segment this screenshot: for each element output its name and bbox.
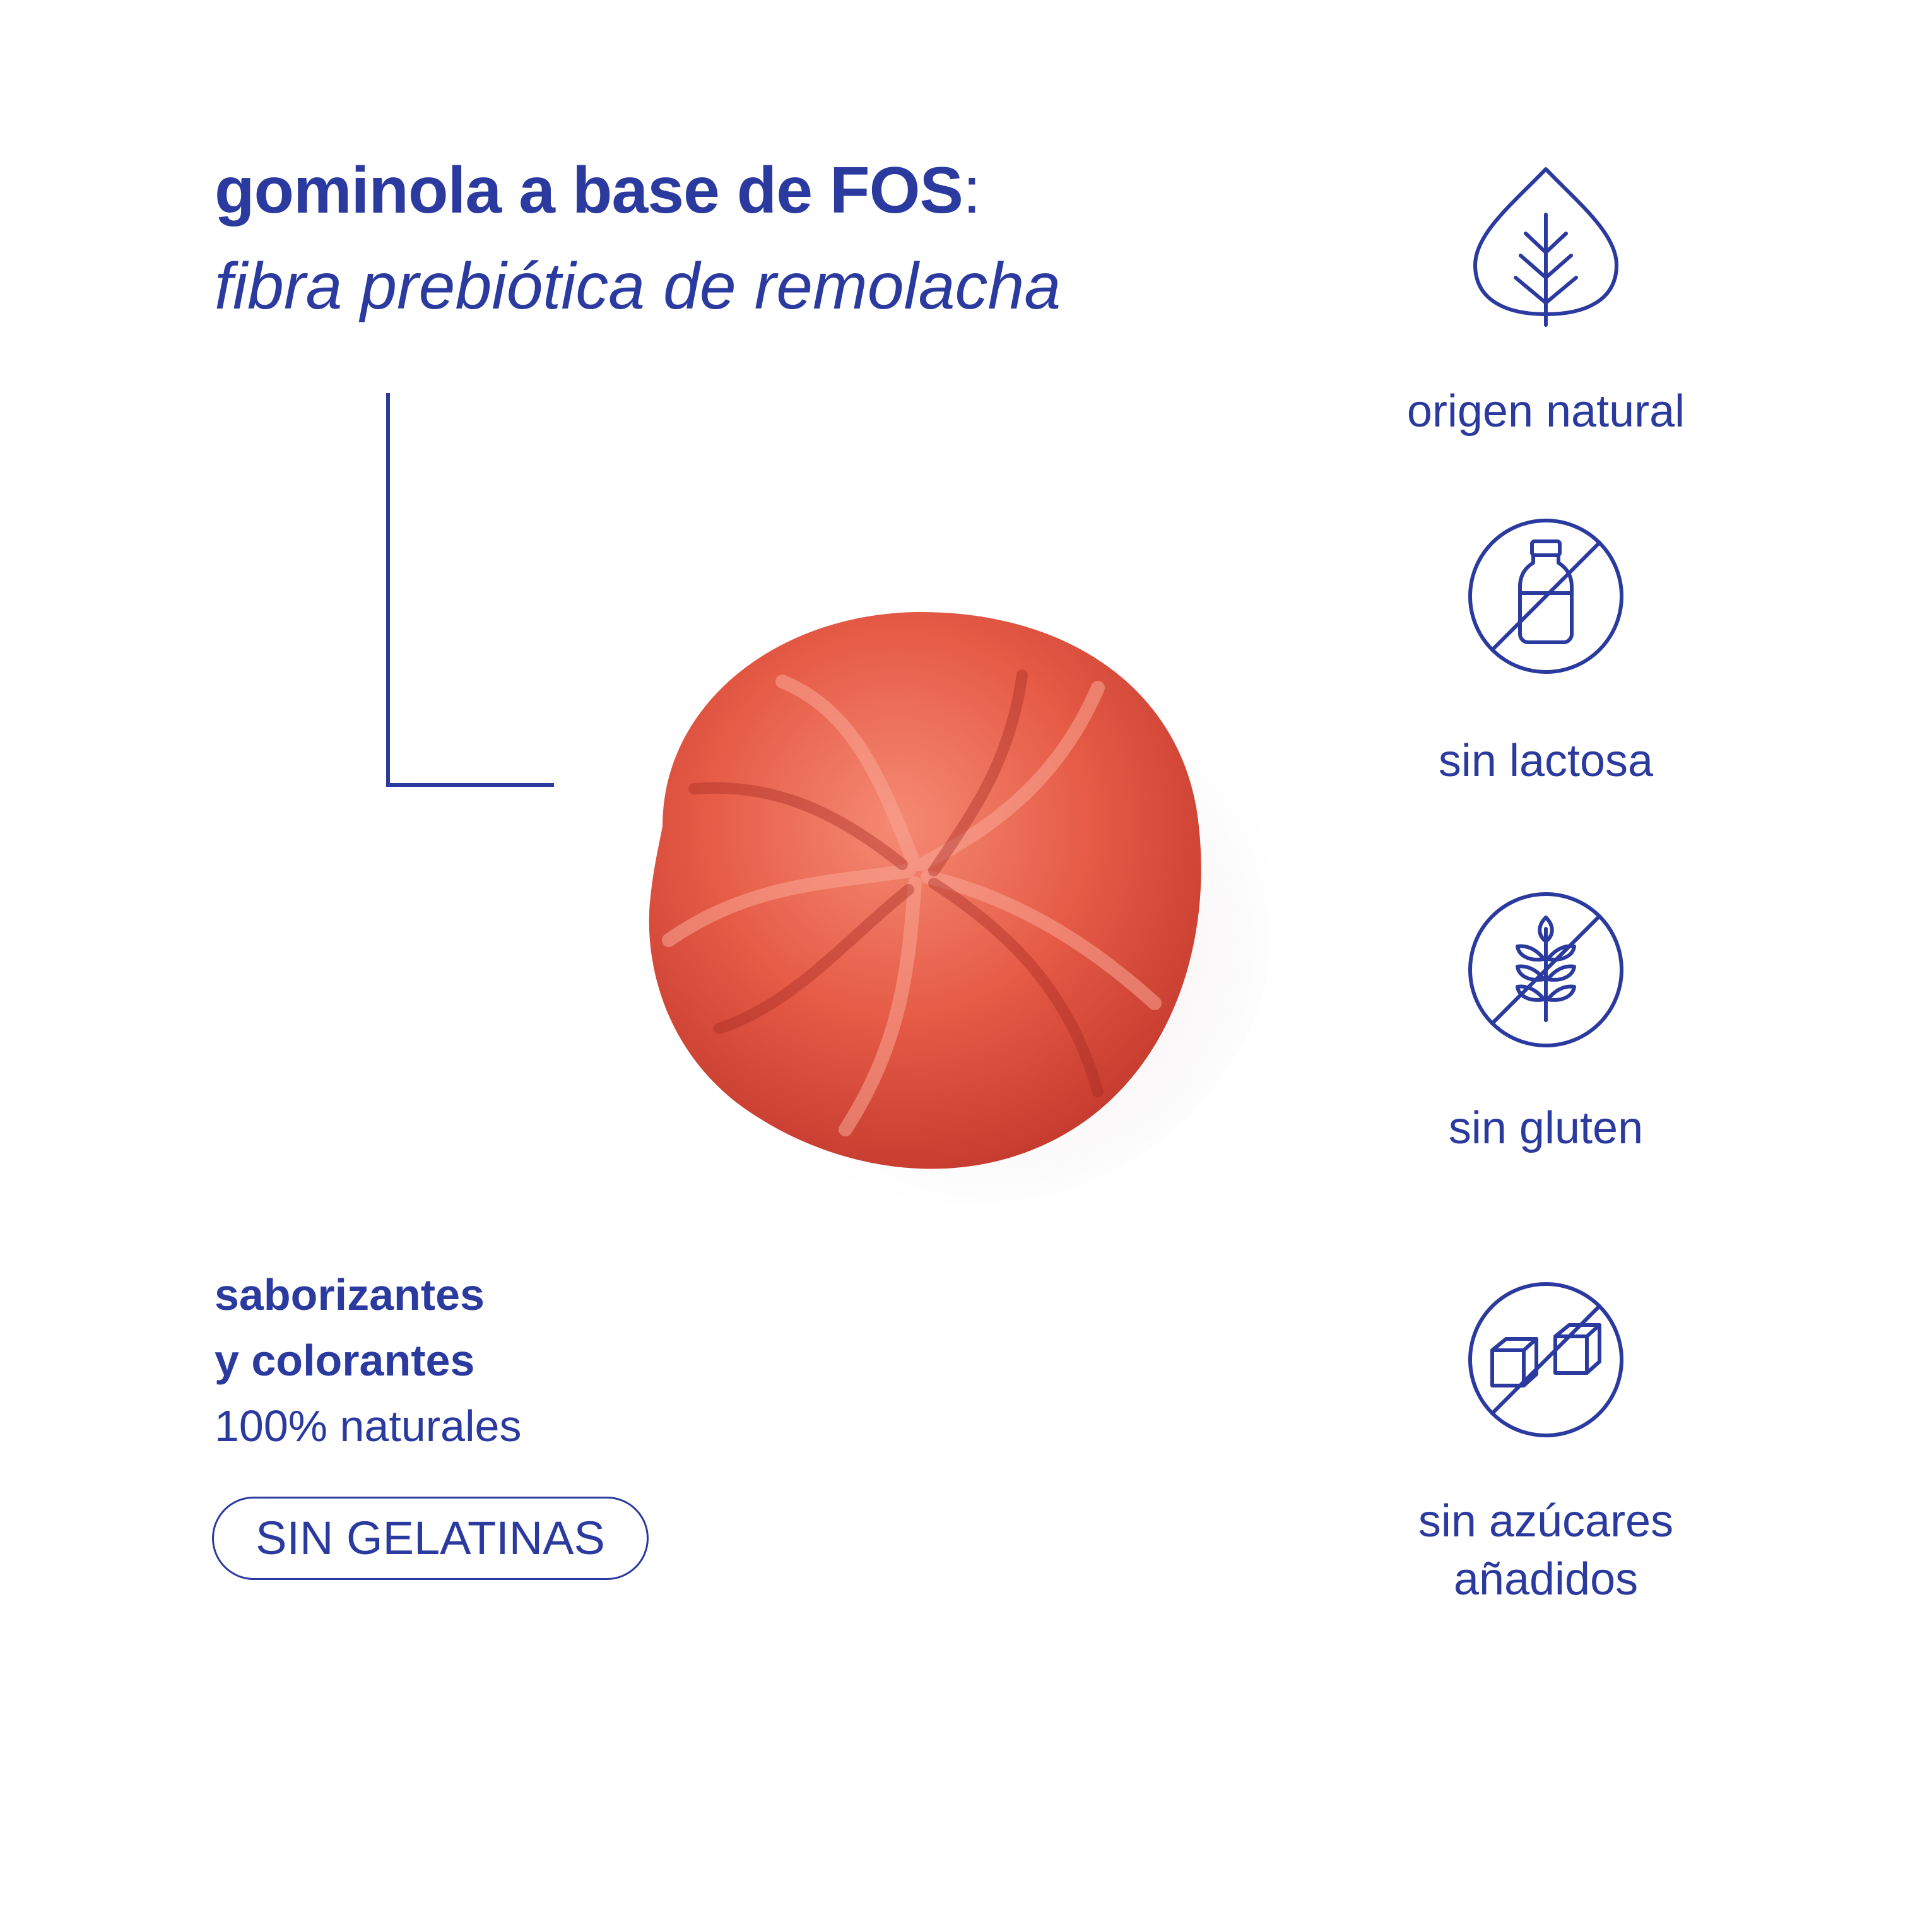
no-sugar-icon xyxy=(1468,1282,1623,1437)
features-text: saborizantes y colorantes 100% naturales xyxy=(215,1262,521,1459)
feature-line-1: saborizantes xyxy=(215,1270,485,1319)
feature-line-3: 100% naturales xyxy=(215,1401,522,1451)
badge-label: sin lactosa xyxy=(1438,736,1654,786)
no-wheat-icon xyxy=(1468,892,1623,1047)
headline-colon: : xyxy=(962,154,981,227)
badge-label-line-2: añadidos xyxy=(1453,1554,1639,1605)
no-milk-icon xyxy=(1468,519,1623,674)
headline-italic: fibra prebiótica de remolacha xyxy=(215,250,1061,323)
badge-label: origen natural xyxy=(1406,386,1685,437)
headline: gominola a base de FOS: fibra prebiótica… xyxy=(215,158,1061,319)
gummy-image xyxy=(649,612,1275,1205)
connector-line xyxy=(386,393,554,787)
sin-gelatinas-badge: SIN GELATINAS xyxy=(212,1497,649,1580)
badge-sin-azucares: sin azúcares añadidos xyxy=(1325,1281,1767,1608)
headline-bold: gominola a base de FOS xyxy=(215,154,963,227)
badge-label: sin gluten xyxy=(1448,1103,1644,1153)
feature-line-2: y colorantes xyxy=(215,1336,475,1385)
leaf-icon xyxy=(1473,167,1618,327)
badge-label-line-1: sin azúcares xyxy=(1418,1496,1674,1546)
badge-origen-natural: origen natural xyxy=(1325,164,1767,440)
badge-sin-gluten: sin gluten xyxy=(1325,891,1767,1157)
badge-sin-lactosa: sin lactosa xyxy=(1325,517,1767,790)
